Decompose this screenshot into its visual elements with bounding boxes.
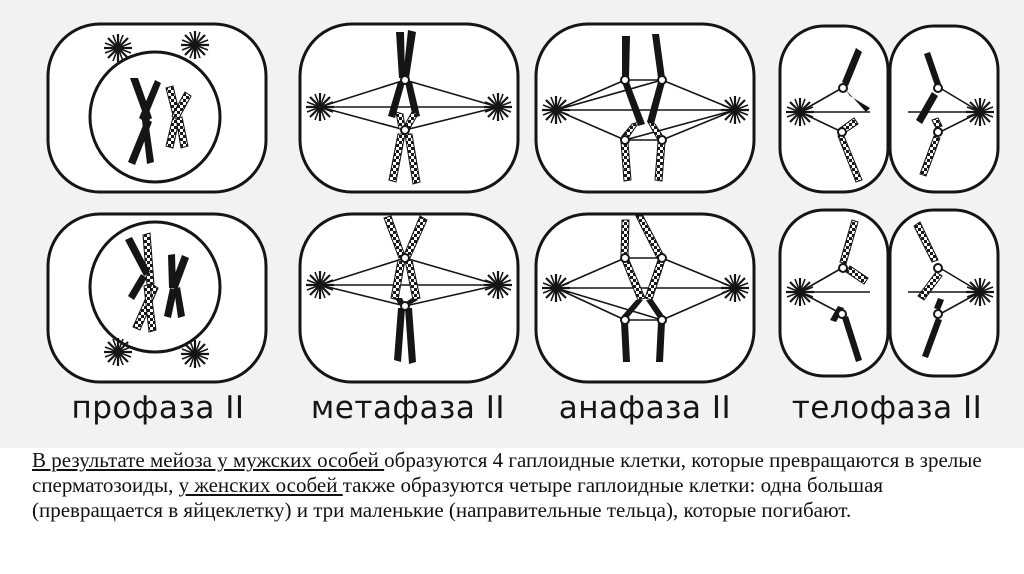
aster-icon bbox=[482, 269, 514, 301]
aster-icon bbox=[482, 91, 514, 123]
aster-icon bbox=[179, 338, 211, 370]
aster-icon bbox=[102, 336, 134, 368]
phase-label-telophase: телофаза II bbox=[792, 390, 983, 426]
caption-female-text: также образуются четыре гаплоидные клетк… bbox=[32, 473, 884, 522]
aster-icon bbox=[784, 96, 816, 128]
aster-icon bbox=[784, 276, 816, 308]
chromosome-dark bbox=[388, 30, 420, 118]
metaphase-cell-top bbox=[298, 22, 520, 194]
aster-icon bbox=[719, 272, 751, 304]
spindle bbox=[319, 79, 499, 131]
caption-text: В результате мейоза у мужских особей обр… bbox=[32, 448, 1002, 523]
chromosome-dark bbox=[842, 48, 941, 124]
aster-icon bbox=[179, 29, 211, 61]
chromosome-dark bbox=[125, 237, 189, 318]
anaphase-column bbox=[534, 22, 756, 384]
aster-icon bbox=[964, 96, 996, 128]
spindle bbox=[319, 257, 499, 307]
chromosome-dark bbox=[622, 34, 665, 126]
phase-label-metaphase: метафаза II bbox=[311, 390, 505, 426]
chromosome-dark bbox=[621, 300, 665, 362]
aster-icon bbox=[102, 32, 134, 64]
caption-male-text: образуются 4 гаплоидные клетки, которые … bbox=[32, 448, 982, 497]
caption-female-underlined: у женских особей bbox=[178, 473, 343, 497]
aster-icon bbox=[540, 94, 572, 126]
prophase-column bbox=[46, 22, 268, 384]
chromosome-dark bbox=[128, 78, 161, 165]
phase-label-prophase: профаза II bbox=[71, 390, 244, 426]
telophase-cell-bottom-left bbox=[778, 208, 890, 378]
aster-icon bbox=[719, 94, 751, 126]
telophase-column bbox=[778, 24, 1000, 378]
meiosis-diagram: профаза II метафаза II анафаза II телофа… bbox=[46, 22, 1000, 426]
prophase-nucleus-top bbox=[88, 50, 222, 184]
telophase-cell-top-right bbox=[888, 24, 1000, 194]
aster-icon bbox=[304, 269, 336, 301]
spindle bbox=[555, 79, 736, 141]
telophase-cell-top-left bbox=[778, 24, 890, 194]
aster-icon bbox=[540, 272, 572, 304]
metaphase-cell-bottom bbox=[298, 212, 520, 384]
caption-male-underlined: В результате мейоза у мужских особей bbox=[32, 448, 385, 472]
meiosis-figure: профаза II метафаза II анафаза II телофа… bbox=[0, 0, 1024, 448]
aster-icon bbox=[304, 91, 336, 123]
telophase-cell-bottom-right bbox=[888, 208, 1000, 378]
phase-label-anaphase: анафаза II bbox=[559, 390, 731, 426]
metaphase-column bbox=[298, 22, 520, 384]
chromosome-checkered bbox=[620, 215, 666, 301]
chromosome-checkered bbox=[839, 219, 943, 301]
chromosome-checkered bbox=[165, 85, 192, 149]
aster-icon bbox=[964, 276, 996, 308]
anaphase-cell-top bbox=[534, 22, 756, 194]
